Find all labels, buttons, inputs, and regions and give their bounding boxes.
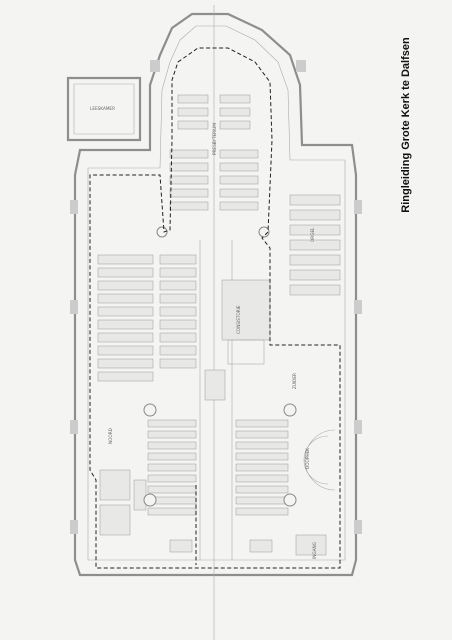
lower-left-annex (99, 469, 327, 556)
label-entrance: INGANG (312, 542, 317, 559)
pillars (143, 226, 297, 507)
label-consistory: CONSISTORIE (236, 305, 241, 334)
baptistery (303, 429, 336, 491)
label-choir: PRESBYTERIUM (212, 123, 217, 155)
plan-title: Ringleiding Grote Kerk te Dalfsen (400, 37, 412, 213)
transept-seating-right (289, 194, 341, 296)
label-south-aisle: ZUIDER (292, 373, 297, 389)
ring-loop (89, 47, 341, 569)
label-baptistery: DOOPHEK (305, 448, 310, 469)
nave-pews (147, 419, 289, 516)
label-organ: ORGEL (310, 227, 315, 242)
choir-pews (169, 94, 259, 211)
label-north-aisle: NOORD (108, 428, 113, 444)
building-walls (66, 5, 362, 640)
north-aisle-seating (97, 254, 197, 382)
label-library: LEESKAMER (90, 106, 115, 111)
central-block (204, 279, 271, 401)
room-labels: LEESKAMER PRESBYTERIUM NOORD ZUIDER DOOP… (90, 106, 317, 559)
